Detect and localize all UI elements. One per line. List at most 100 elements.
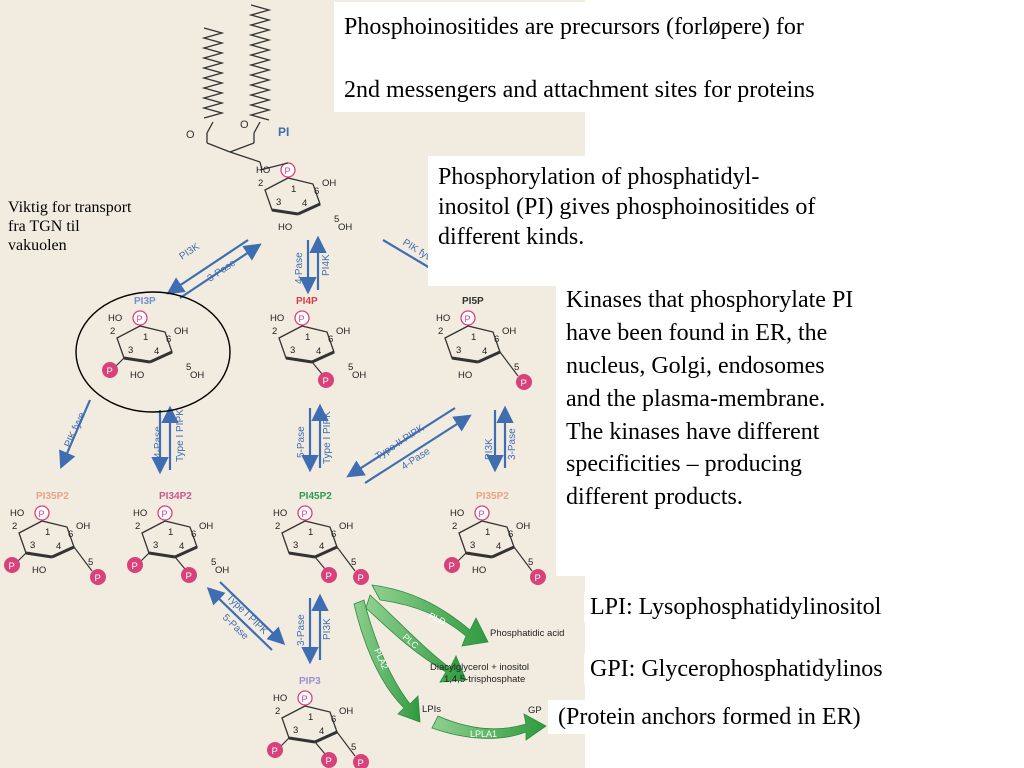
product-phosphatidic-acid: Phosphatidic acid (490, 628, 564, 639)
bond (314, 741, 326, 755)
hydroxyl-label: OH (215, 565, 229, 576)
ring-front-bond (451, 356, 479, 364)
ring-front-bond (149, 350, 173, 364)
kinases-line-2: have been found in ER, the (566, 319, 828, 346)
bond (314, 556, 326, 570)
phosphate-label: P (107, 366, 113, 377)
hydroxyl-label: OH (502, 326, 516, 337)
kinases-line-3: nucleus, Golgi, endosomes (566, 352, 825, 379)
species-label-pi4p: PI4P (296, 296, 318, 307)
arrow-pi45p2-to-pi5p (364, 414, 472, 484)
ring-position-3: 3 (456, 345, 461, 356)
ring-position-4: 4 (319, 726, 324, 737)
protein-anchor-note: (Protein anchors formed in ER) (548, 700, 871, 734)
phosphate-filled-icon (181, 567, 197, 583)
product-dag-line2: 1,4,5-trisphosphate (444, 674, 525, 685)
glycerol-backbone (206, 121, 263, 171)
phosphate-label: P (285, 166, 291, 176)
highlight-circle-pi3p (75, 291, 231, 413)
species-label-pi34p2: PI34P2 (159, 491, 192, 502)
phosphate-filled-icon (353, 569, 369, 585)
phosphate-outline-icon (132, 310, 148, 326)
enzyme-label-3-pase-right: 3-Pase (507, 428, 518, 460)
ring-position-4: 4 (319, 541, 324, 552)
ring-position-4: 4 (316, 346, 321, 357)
ring-position-6: 6 (494, 334, 499, 345)
side-note-line-1: Viktig for transport (8, 199, 132, 216)
lipase-products: Phosphatidic acid Diacylglycerol + inosi… (422, 628, 564, 716)
hydroxyl-label: HO (270, 313, 284, 324)
ring-position-3: 3 (293, 540, 298, 551)
ring-position-4: 4 (154, 346, 159, 357)
phosphate-label: P (95, 573, 101, 584)
hydroxyl-label: OH (174, 326, 188, 337)
phosphate-label: P (465, 314, 471, 324)
ring-position-5: 5 (348, 362, 353, 373)
hydroxyl-label: HO (130, 370, 144, 381)
glycerol-link-bond (259, 162, 289, 171)
ring-front-bond (288, 551, 316, 559)
hydroxyl-label: OH (76, 521, 90, 532)
enzyme-label-5-pase-center: 5-Pase (296, 426, 307, 458)
arrow-pi-to-pi3p (166, 239, 249, 295)
phosphate-label: P (449, 561, 455, 572)
bond (457, 552, 467, 562)
product-lpis: LPIs (422, 704, 441, 715)
hydroxyl-label: HO (450, 508, 464, 519)
ring-front-bond (51, 545, 75, 559)
kinases-line-4: and the plasma-membrane. (566, 385, 826, 412)
phosphate-outline-icon (34, 505, 50, 521)
ring-position-5: 5 (88, 557, 93, 568)
phosphate-outline-icon (294, 310, 310, 326)
ring-position-6: 6 (191, 529, 196, 540)
phosphate-label: P (535, 573, 541, 584)
ring-position-2: 2 (438, 326, 443, 337)
phosphate-filled-icon (516, 374, 532, 390)
ring-position-6: 6 (314, 186, 319, 197)
headline-line-2: 2nd messengers and attachment sites for … (344, 77, 815, 103)
enzyme-label-4-pase-left: 4-Pase (153, 426, 164, 458)
enzyme-label-4-pase: 4-Pase (294, 252, 305, 284)
ring-position-6: 6 (331, 529, 336, 540)
lpi-definition: LPI: Lysophosphatidylinositol (584, 592, 888, 622)
hydroxyl-label: HO (458, 370, 472, 381)
ring-position-6: 6 (328, 334, 333, 345)
phosphate-label: P (299, 314, 305, 324)
hydroxyl-label: HO (133, 508, 147, 519)
hydroxyl-label: OH (516, 521, 530, 532)
ring-position-2: 2 (110, 326, 115, 337)
ring-front-bond (288, 736, 316, 744)
fatty-acid-tails (201, 4, 272, 121)
gpi-definition: GPI: Glycerophosphatidylinos (584, 654, 889, 684)
phosphate-label: P (326, 756, 332, 767)
product-gp: GP (528, 705, 542, 716)
kinases-paragraph: Kinases that phosphorylate PI have been … (556, 282, 1024, 576)
ester-oxygen-right: O (240, 119, 249, 131)
phosphate-filled-icon (267, 742, 283, 758)
ring-position-6: 6 (166, 334, 171, 345)
phosphate-outline-icon (474, 505, 490, 521)
ring-position-4: 4 (496, 541, 501, 552)
phosphate-label: P (186, 571, 192, 582)
bond (115, 357, 125, 367)
green-arrow-pld (371, 584, 489, 647)
enzyme-label-type-i-pipk-left: Type I PIPK (175, 409, 186, 462)
ring-position-1: 1 (168, 527, 173, 538)
bond (336, 731, 356, 757)
enzyme-label-3-pase-lower: 3-Pase (296, 614, 307, 646)
ring-position-3: 3 (293, 725, 298, 736)
lipase-label-lpla1: LPLA1 (470, 729, 497, 739)
bond (174, 556, 186, 570)
phosphate-filled-icon (321, 752, 337, 768)
phosphate-label: P (323, 376, 329, 387)
phosphate-label: P (479, 509, 485, 519)
headline-box: Phosphoinositides are precursors (forløp… (334, 2, 1014, 112)
ring-front-bond (297, 202, 321, 216)
ring-front-bond (174, 545, 198, 559)
ring-position-1: 1 (308, 712, 313, 723)
arrow-pi45p2-to-pi34p2 (206, 586, 273, 651)
phosphate-label: P (137, 314, 143, 324)
